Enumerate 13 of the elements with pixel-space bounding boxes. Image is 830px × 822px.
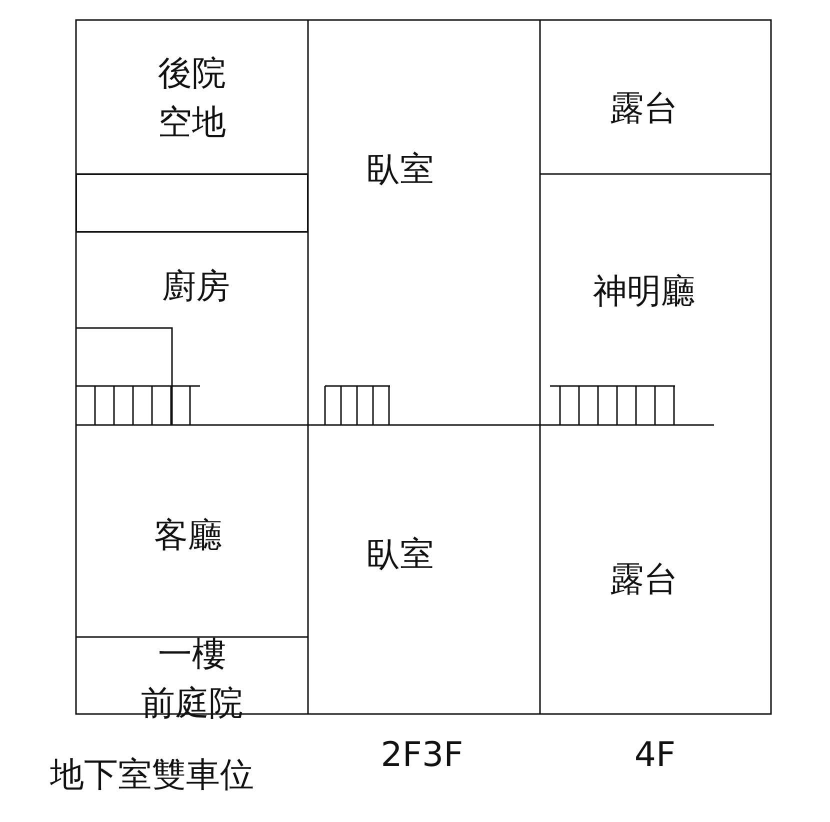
room-label: 客廳	[154, 511, 222, 561]
room-label: 後院空地	[158, 50, 226, 148]
room-label: 臥室	[366, 530, 434, 580]
floor-caption: 地下室雙車位	[50, 754, 254, 797]
floor-caption: 2F3F	[380, 735, 464, 775]
room-label: 一樓前庭院	[141, 630, 243, 730]
room-label: 神明廳	[593, 267, 695, 317]
room-label: 露台	[610, 84, 678, 134]
room-label: 臥室	[366, 145, 434, 195]
floor-caption: 4F	[634, 735, 676, 775]
room-label: 廚房	[162, 262, 230, 312]
empty-room-box	[76, 174, 308, 232]
room-label: 露台	[610, 555, 678, 605]
